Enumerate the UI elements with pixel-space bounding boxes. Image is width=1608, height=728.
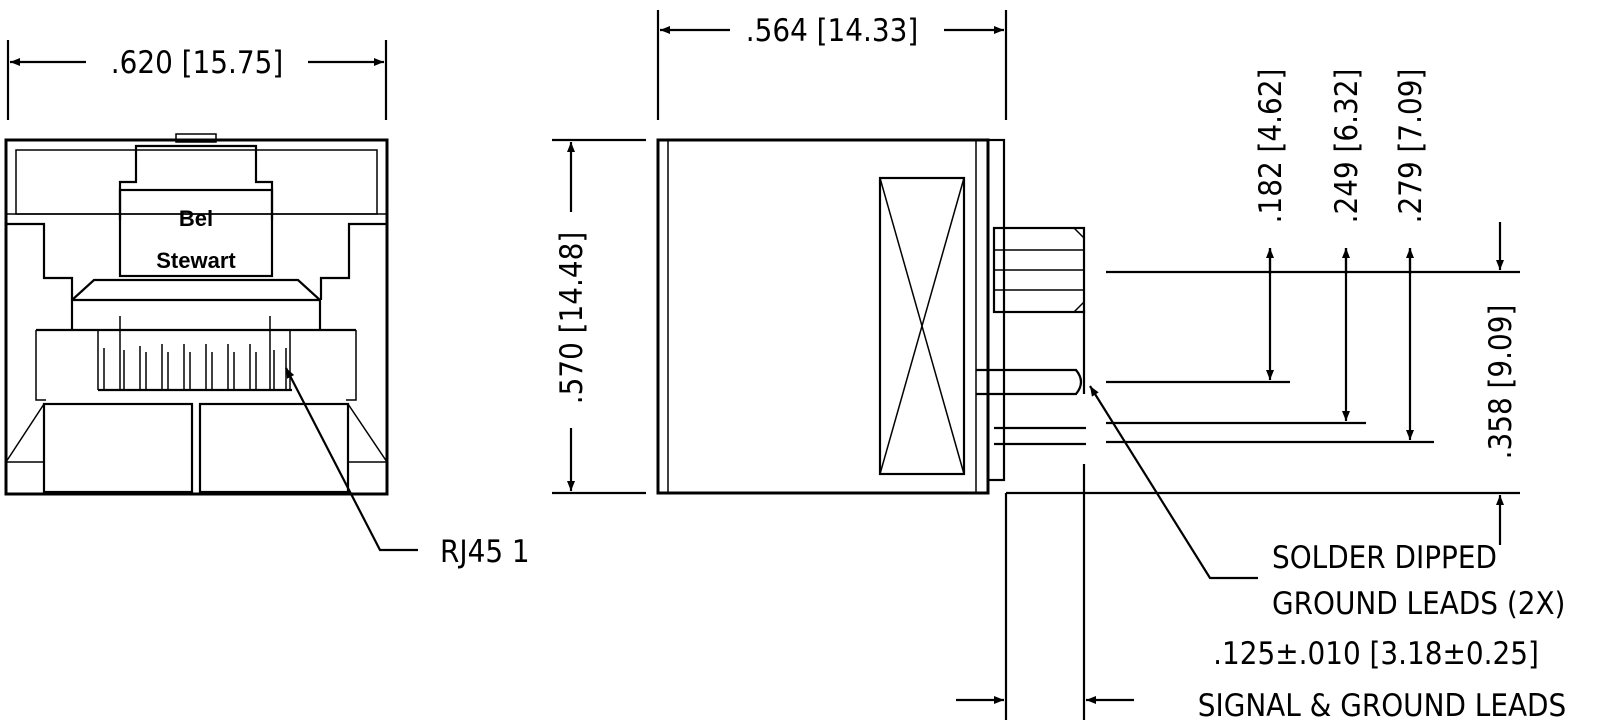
jack-side-body — [656, 138, 1086, 720]
height-dimension: .570 [14.48] — [552, 138, 646, 495]
brand-line-1: Bel — [179, 206, 213, 231]
reference-lines — [1006, 270, 1520, 495]
lead-offset-dimensions: .182 [4.62] .249 [6.32] .279 [7.09] — [1253, 69, 1429, 440]
ground-leads-callout-line-1: SOLDER DIPPED — [1272, 540, 1497, 576]
lead-length-label: .125±.010 [3.18±0.25] — [1213, 636, 1539, 672]
lead-3-label: .279 [7.09] — [1393, 69, 1429, 224]
brand-line-2: Stewart — [156, 248, 236, 273]
jack-front-body — [4, 133, 389, 496]
side-depth-label: .564 [14.33] — [746, 13, 919, 49]
front-width-label: .620 [15.75] — [111, 45, 284, 81]
front-view: .620 [15.75] — [4, 40, 530, 570]
front-width-dimension: .620 [15.75] — [6, 40, 388, 120]
lead-span-dimension: .358 [9.09] — [1483, 222, 1519, 545]
ground-leads-callout-line-2: GROUND LEADS (2X) — [1272, 586, 1565, 622]
contact-pins — [97, 316, 292, 392]
port-leader-line — [285, 367, 418, 552]
lead-span-label: .358 [9.09] — [1483, 305, 1519, 460]
side-view: .564 [14.33] .570 [14.48] — [552, 10, 1566, 724]
ground-leads-leader — [1089, 385, 1258, 580]
lead-length-note: SIGNAL & GROUND LEADS — [1198, 688, 1566, 724]
lead-2-label: .249 [6.32] — [1329, 69, 1365, 224]
side-depth-dimension: .564 [14.33] — [656, 10, 1008, 120]
height-label: .570 [14.48] — [554, 232, 590, 405]
port-callout: RJ45 1 — [440, 534, 530, 570]
lead-1-label: .182 [4.62] — [1253, 69, 1289, 224]
lead-length-dimension: .125±.010 [3.18±0.25] SIGNAL & GROUND LE… — [956, 636, 1566, 724]
